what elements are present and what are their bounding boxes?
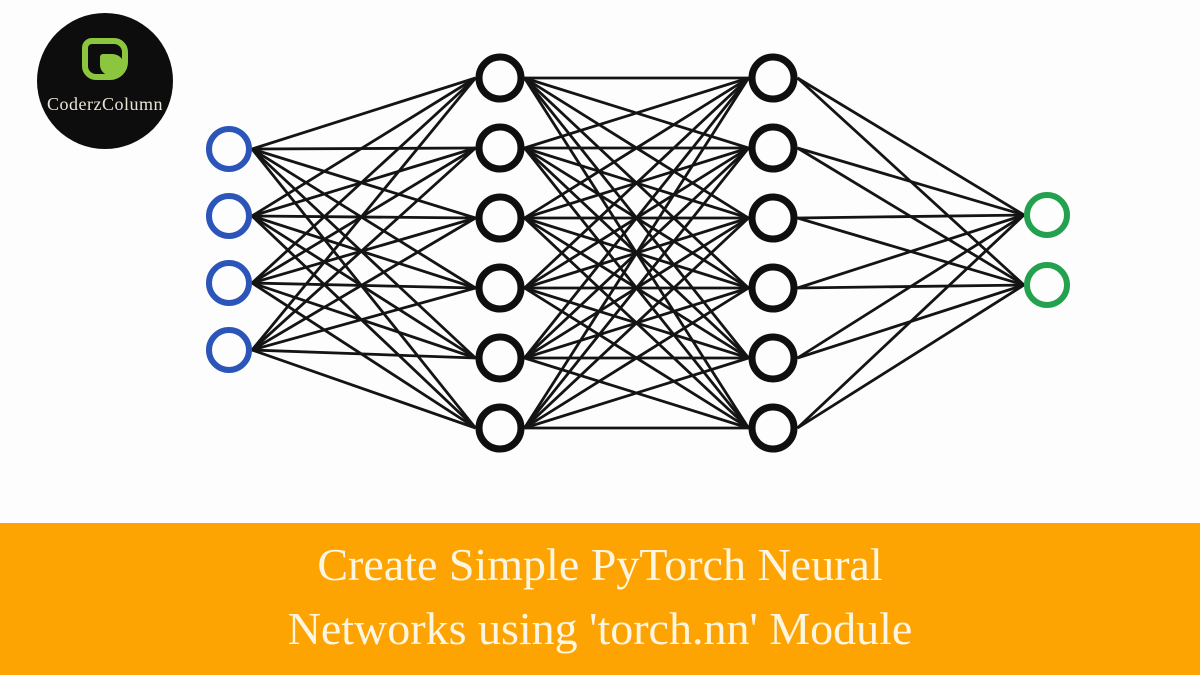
edge: [797, 213, 1025, 220]
edge: [251, 76, 477, 218]
edge: [251, 214, 476, 290]
banner: Create Simple PyTorch Neural Networks us…: [0, 523, 1200, 675]
layer-hidden2: [748, 53, 798, 453]
edge: [524, 356, 749, 430]
edge: [523, 77, 750, 359]
input-node-2: [206, 193, 252, 239]
hidden2-node-2: [748, 123, 798, 173]
hidden2-node-6: [748, 403, 798, 453]
logo-brand-text: CoderzColumn: [47, 94, 163, 114]
hidden2-node-3: [748, 193, 798, 243]
edge: [523, 76, 750, 290]
hidden2-node-4: [748, 263, 798, 313]
edge: [251, 281, 476, 360]
edge: [251, 216, 477, 352]
edge: [251, 147, 477, 360]
edge: [251, 281, 477, 430]
edges-hidden2-to-output: [796, 76, 1025, 430]
edge: [796, 213, 1025, 430]
layer-output: [1024, 192, 1070, 308]
edge: [797, 213, 1025, 290]
banner-title-line2: Networks using 'torch.nn' Module: [287, 603, 913, 654]
edges-hidden1-to-hidden2: [523, 76, 750, 430]
hidden1-node-4: [475, 263, 525, 313]
edge: [251, 147, 477, 290]
hidden2-node-1: [748, 53, 798, 103]
leaf-icon: [82, 38, 128, 80]
input-node-3: [206, 260, 252, 306]
edge: [251, 348, 476, 360]
hidden1-node-3: [475, 193, 525, 243]
edge: [251, 348, 476, 430]
input-node-4: [206, 327, 252, 373]
edge: [523, 216, 750, 430]
edge: [251, 286, 476, 352]
input-node-1: [206, 126, 252, 172]
hidden1-node-2: [475, 123, 525, 173]
edge: [796, 76, 1025, 217]
edge: [523, 76, 750, 220]
hidden1-node-6: [475, 403, 525, 453]
neural-network-diagram: [206, 53, 1070, 453]
leaf-icon-inner: [100, 54, 124, 76]
edge: [797, 146, 1025, 217]
edge: [796, 283, 1025, 430]
output-node-1: [1024, 192, 1070, 238]
edge: [251, 147, 476, 220]
hidden2-node-5: [748, 333, 798, 383]
edges-input-to-hidden1: [250, 76, 477, 430]
edge: [523, 77, 750, 429]
edge: [250, 77, 477, 351]
edge: [251, 76, 476, 151]
edge: [524, 76, 749, 150]
hidden1-node-5: [475, 333, 525, 383]
output-node-2: [1024, 262, 1070, 308]
edge: [251, 76, 477, 285]
logo-badge: CoderzColumn: [37, 13, 173, 149]
edge: [251, 214, 477, 430]
layer-input: [206, 126, 252, 373]
edge: [251, 214, 477, 360]
banner-title-line1: Create Simple PyTorch Neural: [317, 539, 883, 590]
neural-network-svg: [206, 53, 1070, 453]
hidden1-node-1: [475, 53, 525, 103]
edge: [796, 213, 1025, 360]
edge: [523, 147, 750, 429]
edge: [251, 146, 477, 352]
layer-hidden1: [475, 53, 525, 453]
edge: [523, 286, 750, 430]
